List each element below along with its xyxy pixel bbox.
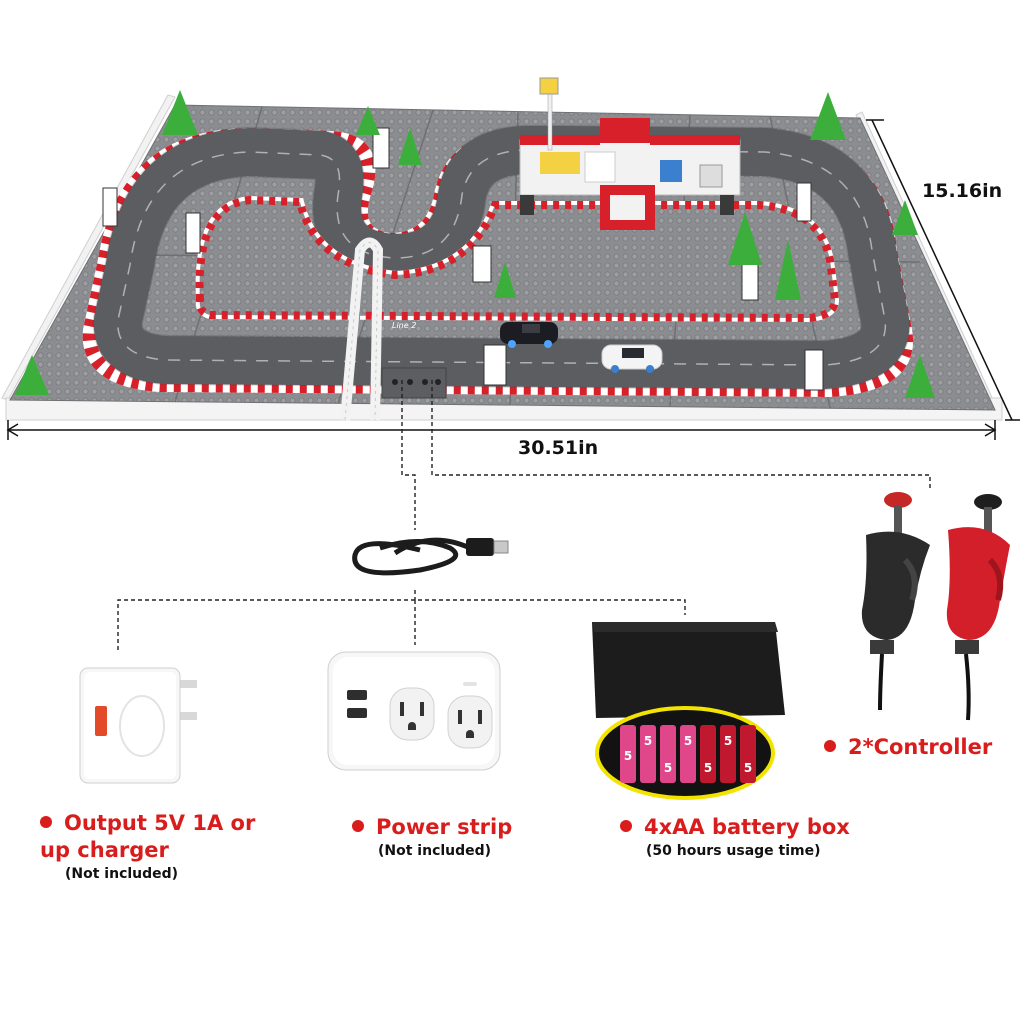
charger-note: (Not included) [65,866,179,882]
race-track-set: Line 2 [1,77,1003,421]
width-dimension-label: 30.51in [518,437,599,459]
battery-mark: 5 [724,734,732,748]
checkered-flags [102,127,824,391]
battery-box: 5 5 5 5 5 5 5 [592,622,785,800]
usb-charger [79,667,197,784]
power-strip [327,651,501,771]
bullet-icon [352,820,364,832]
controller-title: 2*Controller [848,735,993,759]
bullet-icon [824,740,836,752]
battery-box-note: (50 hours usage time) [646,843,821,859]
bullet-icon [620,820,632,832]
pine-trees [15,90,935,398]
pit-building [519,77,741,230]
bullet-icon [40,816,52,828]
charger-label: Output 5V 1A or up charger (Not included… [40,810,255,884]
charger-title-line1: Output 5V 1A or [64,811,256,835]
depth-dimension-label: 15.16in [922,180,1003,202]
power-strip-title: Power strip [376,815,513,839]
controller-black [861,492,930,711]
track-lane-label: Line 2 [392,321,416,330]
battery-box-label: 4xAA battery box (50 hours usage time) [620,814,850,861]
power-strip-note: (Not included) [378,843,492,859]
battery-mark: 5 [644,734,652,748]
race-car-white [601,344,663,373]
battery-box-title: 4xAA battery box [644,815,850,839]
usb-cable [352,537,509,576]
battery-mark: 5 [684,734,692,748]
battery-mark: 5 [624,749,632,763]
battery-mark: 5 [704,761,712,775]
width-dimension-line [6,420,997,440]
connection-lines [117,380,931,650]
controller-label: 2*Controller [824,734,992,761]
battery-mark: 5 [744,761,752,775]
aa-batteries [620,725,756,783]
battery-mark: 5 [664,761,672,775]
start-arch [340,237,384,421]
charger-title-line2: up charger [40,838,169,862]
race-car-black [500,322,558,348]
depth-dimension-line [866,119,1020,421]
controller-red [946,494,1010,721]
power-strip-label: Power strip (Not included) [352,814,512,861]
